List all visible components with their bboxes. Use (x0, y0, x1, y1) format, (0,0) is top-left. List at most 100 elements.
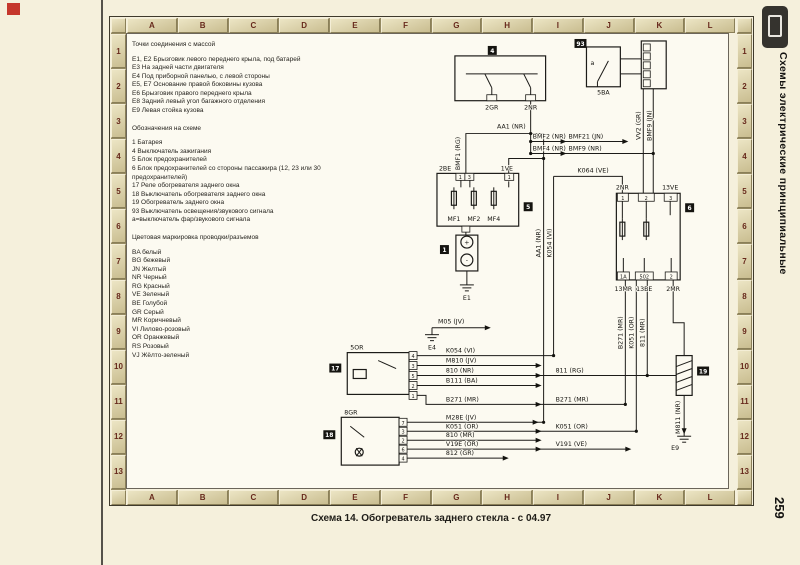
frame-letter: G (431, 490, 482, 505)
wire-label: 2NR (616, 184, 630, 191)
wire-label: E4 (428, 345, 436, 352)
pin-number: 4 (401, 457, 404, 463)
wire-label: K054 (VI) (446, 348, 475, 355)
pin-box (408, 361, 418, 370)
pin-number: 5 (411, 374, 414, 380)
frame-letter: E (330, 490, 380, 505)
connector-arrow (502, 455, 509, 461)
wire-label: V19E (OR) (446, 441, 478, 448)
pin-box (408, 391, 418, 400)
wire-label: B271 (MR) (446, 396, 479, 403)
frame-number: 6 (737, 209, 752, 244)
wire-label: K051 (OR) (556, 423, 588, 430)
frame-letter: F (380, 18, 431, 33)
legend-item: 17 Реле обогревателя заднего окна (132, 182, 240, 190)
pin-box (642, 61, 651, 70)
frame-number: 7 (111, 244, 126, 279)
wire-label: M811 (NR) (675, 401, 682, 434)
wire-label: B111 (BA) (446, 377, 478, 384)
component-tag-number: 18 (325, 432, 333, 439)
frame-letter: D (279, 490, 329, 505)
heater-hatch (675, 383, 693, 391)
legend-item: BE Голубой (132, 300, 168, 308)
pin-number: 1A (620, 274, 627, 280)
component-tag (685, 203, 695, 213)
pin-box (663, 192, 678, 202)
frame-number: 10 (111, 349, 126, 384)
sidebar-title: Схемы электрические принципиальные (777, 52, 789, 275)
component-tag (574, 38, 587, 48)
pin-number: 1 (459, 175, 462, 181)
pin-box (398, 453, 408, 463)
legend-item: 5 Блок предохранителей (132, 156, 207, 164)
pin-box (504, 172, 515, 181)
page-number: 259 (772, 497, 787, 519)
wire (484, 73, 493, 88)
wire-label: B271 (MR) (556, 396, 589, 403)
heater-hatch (675, 376, 693, 383)
frame-number: 12 (737, 419, 752, 454)
component-box (436, 172, 520, 227)
legend-item: NR Черный (132, 274, 167, 282)
junction-dot (542, 420, 546, 424)
connector-arrow (532, 419, 539, 425)
wire-label: K051 (OR) (628, 317, 635, 349)
pin-box (525, 94, 537, 102)
legend-item: Е6 Брызговик правого переднего крыла (132, 89, 252, 97)
frame-number: 6 (111, 209, 126, 244)
pin-number: 2 (670, 274, 673, 280)
component-tag-number: 17 (331, 366, 339, 373)
connector-arrow (681, 428, 687, 435)
frame-letter: H (482, 490, 532, 505)
legend-item: Е3 На задней части двигателя (132, 64, 224, 72)
legend-item: JN Желтый (132, 265, 167, 273)
pin-number: 7 (401, 421, 404, 427)
frame-letter: B (177, 490, 228, 505)
connector-arrow (484, 325, 491, 331)
wire (349, 425, 365, 438)
wire-label: 1VE (501, 165, 513, 172)
wire-label: M28E (JV) (446, 414, 476, 421)
component-box (346, 351, 410, 396)
wire-label: BMF9 (JN) (646, 110, 653, 141)
pin-box (398, 426, 408, 436)
legend-item: BA белый (132, 248, 162, 256)
pin-box (616, 271, 630, 281)
wire (465, 133, 531, 174)
legend-item: RG Красный (132, 282, 170, 290)
legend-item: Е9 Левая стойка кузова (132, 107, 204, 115)
frame-number: 13 (737, 454, 752, 490)
fuse-symbol (490, 190, 497, 206)
wire-label: K054 (VI) (547, 229, 554, 258)
wire-label: 13MR (614, 286, 632, 293)
red-corner-mark (7, 3, 20, 15)
legend-section-title: Цветовая маркировка проводки/разъемов (132, 233, 259, 241)
chapter-icon (762, 6, 788, 48)
wire (508, 157, 544, 174)
frame-number: 3 (111, 104, 126, 139)
heater-hatch (675, 368, 693, 375)
frame-number: 3 (737, 104, 752, 139)
diagram-frame-outline (109, 16, 754, 506)
component-box (675, 354, 693, 397)
junction-dot (551, 353, 556, 358)
wire-label: V191 (VE) (556, 441, 587, 448)
wire-label: MF4 (487, 216, 500, 223)
fuse-symbol (470, 190, 477, 206)
frame-number: 5 (737, 174, 752, 209)
component-box (455, 234, 479, 272)
component-tag-number: 5 (526, 204, 530, 211)
wire (672, 279, 685, 356)
pin-number: 2 (411, 384, 414, 390)
frame-number: 9 (737, 314, 752, 349)
fuse-symbol (643, 221, 650, 237)
wire-label: K064 (VE) (578, 167, 609, 174)
wire-label: MF2 (467, 216, 480, 223)
wire (523, 73, 532, 88)
